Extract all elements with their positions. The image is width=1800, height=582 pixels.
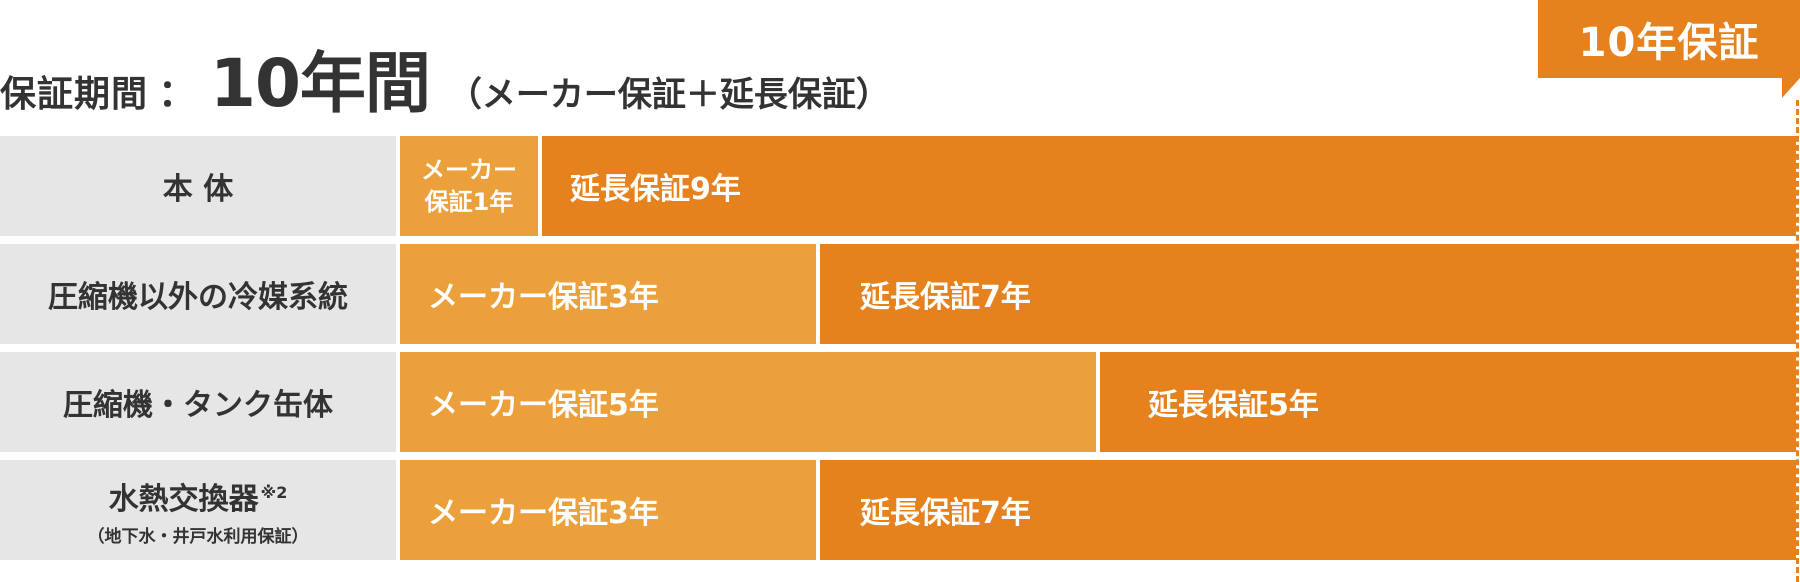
extended-warranty-segment: 延長保証7年 — [820, 460, 1796, 560]
extended-warranty-label: 延長保証7年 — [860, 280, 1031, 315]
title-main: 保証期間 — [0, 74, 149, 115]
maker-warranty-line-1: メーカー — [421, 156, 517, 184]
maker-warranty-segment: メーカー保証3年 — [400, 244, 816, 344]
extended-warranty-segment: 延長保証9年 — [542, 136, 1796, 236]
maker-warranty-label: メーカー保証5年 — [428, 388, 659, 423]
extended-warranty-segment: 延長保証7年 — [820, 244, 1796, 344]
extended-warranty-label: 延長保証9年 — [570, 172, 741, 207]
maker-warranty-segment: メーカー保証5年 — [400, 352, 1096, 452]
warranty-row-compressor-tank: 圧縮機・タンク缶体 メーカー保証5年 延長保証5年 — [0, 352, 1800, 452]
row-label: 水熱交換器 — [108, 481, 259, 517]
warranty-row-body: 本 体 メーカー 保証1年 延長保証9年 — [0, 136, 1800, 236]
extended-warranty-segment: 延長保証5年 — [1100, 352, 1796, 452]
extended-warranty-label: 延長保証5年 — [1148, 388, 1319, 423]
maker-warranty-label: メーカー保証3年 — [428, 496, 659, 531]
row-label-cell: 本 体 — [0, 136, 396, 236]
row-label-cell: 圧縮機以外の冷媒系統 — [0, 244, 396, 344]
row-label: 本 体 — [162, 172, 234, 207]
row-label: 圧縮機・タンク缶体 — [63, 388, 333, 423]
warranty-row-refrigerant: 圧縮機以外の冷媒系統 メーカー保証3年 延長保証7年 — [0, 244, 1800, 344]
title-subtitle: （メーカー保証＋延長保証） — [447, 75, 890, 115]
warranty-badge-label: 10年保証 — [1578, 20, 1760, 66]
extended-warranty-label: 延長保証7年 — [860, 496, 1031, 531]
maker-warranty-segment: メーカー 保証1年 — [400, 136, 538, 236]
maker-warranty-segment: メーカー保証3年 — [400, 460, 816, 560]
footnote-marker: ※2 — [260, 482, 288, 502]
row-label-main: 水熱交換器※2 — [109, 474, 288, 518]
warranty-badge: 10年保証 — [1538, 0, 1800, 78]
end-marker-dashed-line — [1796, 100, 1799, 582]
page-title: 保証期間 ： 10年間 （メーカー保証＋延長保証） — [0, 30, 890, 122]
maker-warranty-label: メーカー保証3年 — [428, 280, 659, 315]
maker-warranty-line-2: 保証1年 — [424, 188, 514, 216]
title-colon: ： — [158, 71, 197, 115]
badge-tail-shape — [1782, 78, 1800, 98]
row-label-note: （地下水・井戸水利用保証） — [87, 526, 309, 547]
row-label: 圧縮機以外の冷媒系統 — [48, 280, 348, 315]
warranty-row-water-heat-exchanger: 水熱交換器※2 （地下水・井戸水利用保証） メーカー保証3年 延長保証7年 — [0, 460, 1800, 560]
row-label-cell: 圧縮機・タンク缶体 — [0, 352, 396, 452]
title-period: 10年間 — [210, 45, 431, 122]
row-label-cell: 水熱交換器※2 （地下水・井戸水利用保証） — [0, 460, 396, 560]
